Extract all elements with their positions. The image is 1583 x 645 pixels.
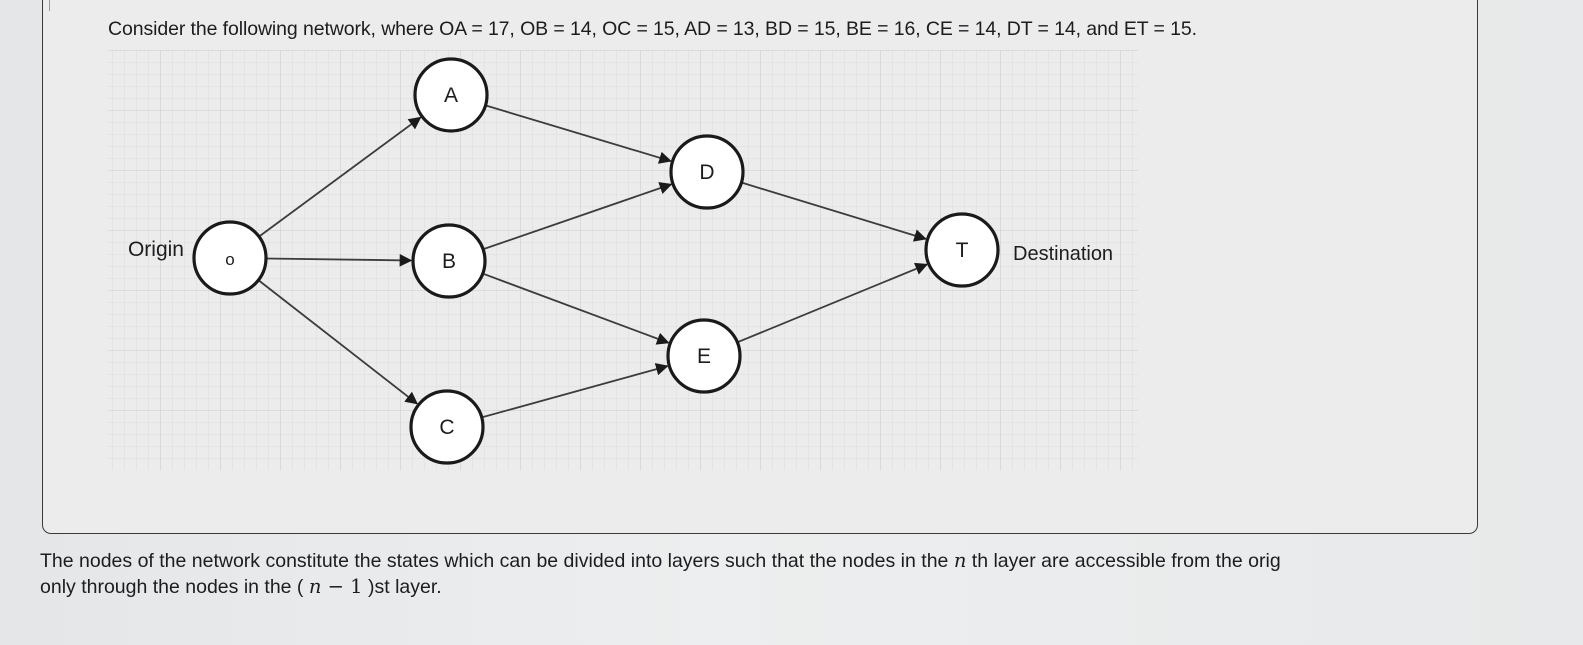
edge-oc <box>257 279 419 405</box>
node-label-a: A <box>444 84 458 107</box>
edge-be <box>482 272 670 345</box>
node-label-c: C <box>439 416 454 439</box>
node-label-e: E <box>697 345 711 368</box>
node-o: o <box>192 220 268 296</box>
node-d: D <box>669 134 745 210</box>
edge-ad <box>485 104 672 164</box>
node-circle-a <box>413 57 489 133</box>
footer-line2-text-end: )st layer. <box>362 576 442 598</box>
network-svg: o A B C D E T Origin Destination <box>108 50 1138 470</box>
edge-oa <box>258 116 422 238</box>
node-b: B <box>411 223 487 299</box>
edge-bd <box>482 182 673 251</box>
node-c: C <box>409 389 485 465</box>
node-circle-d <box>669 134 745 210</box>
network-nodes: o A B C D E T <box>192 57 1000 465</box>
node-label-o: o <box>225 250 234 269</box>
edge-et <box>736 262 929 344</box>
question-prompt: Consider the following network, where OA… <box>108 18 1197 40</box>
node-label-b: B <box>442 250 456 273</box>
node-label-t: T <box>956 239 969 262</box>
edge-ce <box>481 363 669 419</box>
node-circle-o <box>192 220 268 296</box>
footer-var-n: n <box>953 549 967 572</box>
origin-label: Origin <box>128 238 184 261</box>
footer-var-n2: n <box>308 575 322 598</box>
edge-dt <box>741 181 927 242</box>
footer-line1-text-end: th layer are accessible from the orig <box>966 550 1281 572</box>
node-a: A <box>413 57 489 133</box>
edge-ob <box>265 254 413 267</box>
network-diagram: o A B C D E T Origin Destination <box>100 50 1200 480</box>
footer-minus-one: − 1 <box>321 575 363 598</box>
card-corner-mark <box>43 0 50 11</box>
node-circle-c <box>409 389 485 465</box>
footer-explanation: The nodes of the network constitute the … <box>40 548 1580 600</box>
node-e: E <box>666 318 742 394</box>
network-edges <box>257 104 929 419</box>
footer-line2-text: only through the nodes in the ( <box>40 576 309 598</box>
node-t: T <box>924 212 1000 288</box>
node-label-d: D <box>699 161 714 184</box>
footer-line1-text: The nodes of the network constitute the … <box>40 550 954 572</box>
destination-label: Destination <box>1013 243 1113 265</box>
node-circle-t <box>924 212 1000 288</box>
node-circle-e <box>666 318 742 394</box>
node-circle-b <box>411 223 487 299</box>
